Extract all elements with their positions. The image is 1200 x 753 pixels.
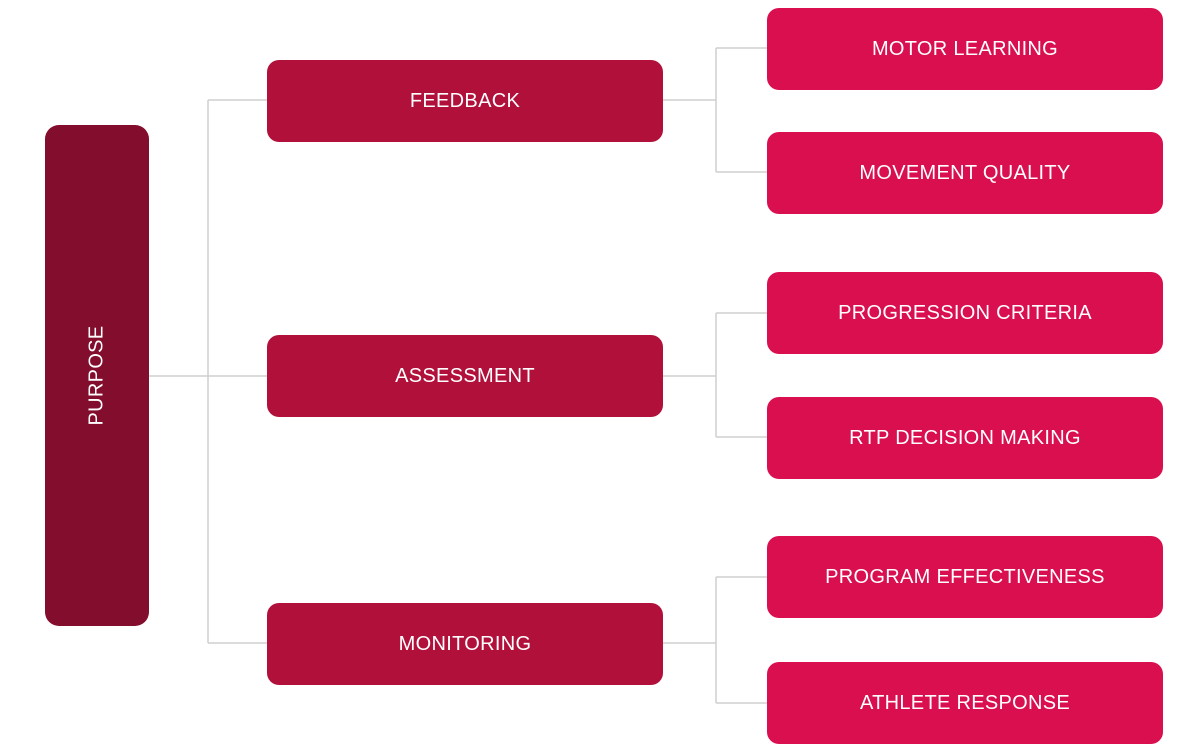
motor-learning-node: MOTOR LEARNING [767, 8, 1163, 90]
monitoring-label: MONITORING [398, 632, 532, 655]
motor-learning-label: MOTOR LEARNING [871, 37, 1059, 60]
purpose-label: PURPOSE [85, 325, 108, 426]
purpose-node: PURPOSE [45, 125, 149, 626]
program-effectiveness-label: PROGRAM EFFECTIVENESS [825, 565, 1105, 588]
program-effectiveness-node: PROGRAM EFFECTIVENESS [767, 536, 1163, 618]
rtp-decision-making-label: RTP DECISION MAKING [849, 426, 1081, 449]
feedback-node: FEEDBACK [267, 60, 663, 142]
progression-criteria-label: PROGRESSION CRITERIA [838, 301, 1092, 324]
rtp-decision-making-node: RTP DECISION MAKING [767, 397, 1163, 479]
monitoring-node: MONITORING [267, 603, 663, 685]
progression-criteria-node: PROGRESSION CRITERIA [767, 272, 1163, 354]
athlete-response-label: ATHLETE RESPONSE [859, 691, 1071, 714]
assessment-label: ASSESSMENT [395, 364, 535, 387]
feedback-label: FEEDBACK [409, 89, 521, 112]
assessment-node: ASSESSMENT [267, 335, 663, 417]
athlete-response-node: ATHLETE RESPONSE [767, 662, 1163, 744]
movement-quality-label: MOVEMENT QUALITY [859, 161, 1071, 184]
movement-quality-node: MOVEMENT QUALITY [767, 132, 1163, 214]
